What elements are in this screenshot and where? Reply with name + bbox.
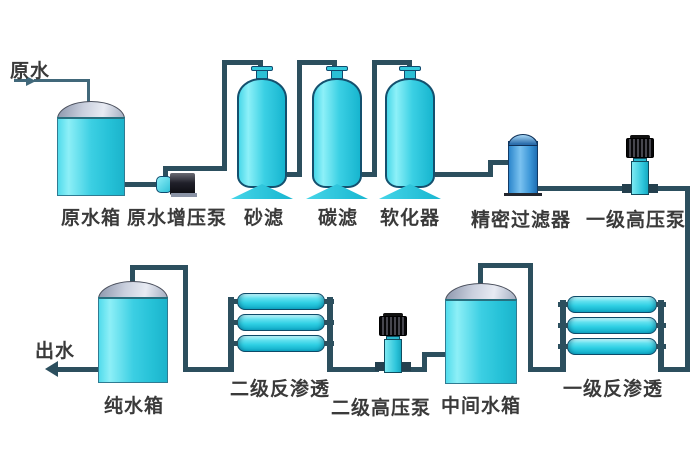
booster-pump-motor: [170, 173, 195, 195]
hp-pump-2-cap: [383, 313, 403, 317]
pipe-tank-to-booster: [125, 182, 160, 187]
inlet-arrow-icon: [26, 76, 36, 86]
inlet-label: 原水: [10, 60, 51, 82]
carbon-filter-label: 碳滤: [317, 207, 359, 229]
intermediate-tank-body: [445, 299, 517, 384]
pipe-drop2: [332, 60, 337, 69]
pipe-elbow3: [372, 60, 412, 65]
inlet-arrow-tail: [14, 79, 27, 82]
pipe-hp2-to-ro2: [333, 367, 379, 372]
pipe-jog-down: [422, 352, 427, 372]
pipe-inlet-h: [34, 79, 90, 82]
pipe-ro2-left-bottom: [188, 367, 228, 372]
ro2-membrane-1: [228, 293, 334, 310]
pipe-ro1-right-bottom: [658, 367, 690, 372]
hp-pump-2-label: 二级高压泵: [330, 397, 432, 419]
ro-stage-1: [558, 293, 666, 372]
outlet-arrow-icon: [45, 361, 58, 377]
ro2-left-manifold: [228, 297, 234, 372]
carbon-filter-vessel: [306, 66, 368, 200]
pipe-inlet-v: [87, 79, 90, 107]
pipe-carbon-to-riser3: [362, 172, 377, 177]
pipe-riser3: [372, 60, 377, 177]
pipe-ro2-riser: [183, 265, 188, 372]
ro-stage-2: [228, 290, 334, 372]
precision-filter-base: [504, 193, 542, 196]
softener-body: [385, 78, 435, 188]
pipe-drop1: [258, 60, 263, 69]
pipe-riser2: [297, 60, 302, 177]
hp-pump-1: [622, 135, 658, 197]
pure-water-tank: [98, 281, 168, 383]
raw-water-tank-body: [57, 117, 125, 196]
hp-pump-1-cap: [630, 135, 650, 139]
pipe-step-up: [488, 160, 493, 177]
precision-filter-dome: [508, 134, 538, 146]
hp-pump-2-flange-right: [402, 362, 411, 371]
ro-stage-2-label: 二级反渗透: [229, 378, 331, 400]
pipe-elbow1: [222, 60, 263, 65]
sand-filter-label: 砂滤: [243, 207, 285, 229]
pipe-into-midtank: [478, 263, 483, 290]
pipe-right-downcomer: [685, 186, 690, 372]
hp-pump-1-label: 一级高压泵: [585, 209, 687, 231]
pipe-ro1-left-bottom: [530, 367, 566, 372]
ro1-left-manifold: [560, 300, 566, 372]
pipe-over-midtank: [478, 263, 533, 268]
hp-pump-2-motor: [379, 316, 407, 336]
precision-filter-body: [508, 141, 538, 194]
booster-pump-outlet: [163, 166, 168, 178]
pipe-riser1: [222, 60, 227, 171]
precision-filter-label: 精密过滤器: [470, 209, 572, 231]
pipe-softener-out: [435, 172, 493, 177]
sand-filter-base: [231, 184, 293, 199]
pipe-outlet: [56, 367, 98, 372]
pipe-sand-to-riser2: [287, 172, 302, 177]
intermediate-tank: [445, 283, 517, 384]
pipe-into-pfilter: [488, 160, 512, 165]
hp-pump-1-flange-right: [649, 184, 658, 193]
pipe-over-puretank: [130, 265, 188, 270]
sand-filter-body: [237, 78, 287, 188]
raw-water-tank: [57, 101, 125, 196]
pipe-ro1-riser: [528, 263, 533, 372]
pipe-elbow2: [297, 60, 337, 65]
hp-pump-2-body: [384, 339, 402, 373]
sand-filter-vessel: [231, 66, 293, 200]
softener-vessel: [379, 66, 441, 200]
raw-water-tank-label: 原水箱: [60, 207, 122, 229]
ro2-membrane-3: [228, 335, 334, 352]
ro1-membrane-3: [558, 338, 666, 355]
outlet-label: 出水: [35, 340, 76, 362]
pipe-to-hp2: [402, 367, 427, 372]
pipe-into-puretank: [130, 265, 135, 290]
pipe-hp1-out: [657, 186, 690, 191]
precision-filter: [504, 134, 542, 197]
hp-pump-2: [375, 313, 411, 375]
hp-pump-1-motor: [626, 138, 654, 158]
pipe-pfilter-to-hp1: [538, 186, 626, 191]
hp-pump-1-flange-left: [622, 184, 631, 193]
ro1-right-manifold: [658, 300, 664, 372]
ro1-membrane-2: [558, 317, 666, 334]
softener-base: [379, 184, 441, 199]
booster-pump-base: [171, 193, 197, 197]
hp-pump-2-flange-left: [375, 362, 384, 371]
ro-stage-1-label: 一级反渗透: [562, 378, 664, 400]
pure-water-tank-label: 纯水箱: [103, 395, 165, 417]
softener-label: 软化器: [379, 207, 441, 229]
ro1-membrane-1: [558, 296, 666, 313]
carbon-filter-base: [306, 184, 368, 199]
pure-water-tank-body: [98, 297, 168, 383]
ro2-membrane-2: [228, 314, 334, 331]
intermediate-tank-label: 中间水箱: [440, 395, 522, 417]
pipe-drop3: [407, 60, 412, 69]
booster-pump-label: 原水增压泵: [126, 207, 228, 229]
ro2-right-manifold: [327, 297, 333, 372]
carbon-filter-body: [312, 78, 362, 188]
booster-pump: [156, 166, 198, 198]
pipe-midtank-out: [424, 352, 445, 357]
hp-pump-1-body: [631, 161, 649, 195]
pipe-booster-to-riser1: [163, 166, 227, 171]
